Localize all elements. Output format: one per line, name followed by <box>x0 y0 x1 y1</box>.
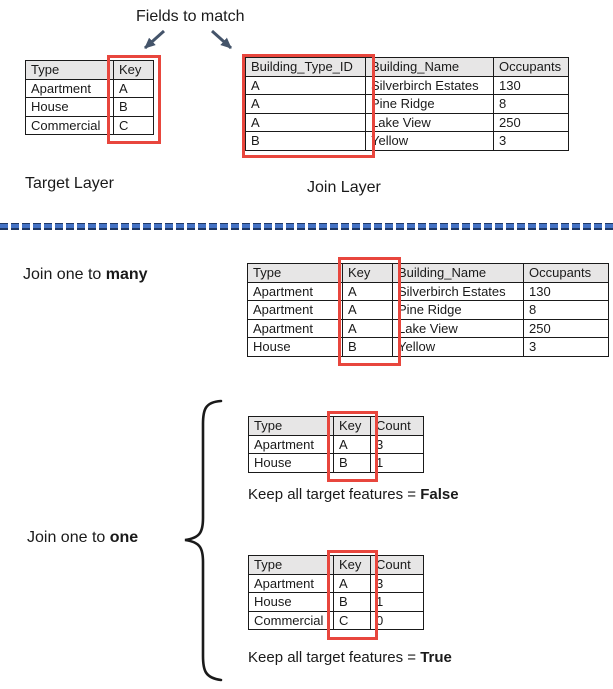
cell: 250 <box>523 318 609 338</box>
join-one-to-one-label: Join one to one <box>27 529 138 547</box>
column-header: Key <box>333 555 371 575</box>
column-header: Type <box>247 263 343 283</box>
column-header: Count <box>370 416 424 436</box>
table-row: Apartment A Pine Ridge 8 <box>247 300 609 320</box>
join-layer-label: Join Layer <box>307 179 381 196</box>
caption-text: Keep all target features = <box>248 486 421 503</box>
column-header: Building_Type_ID <box>245 57 366 77</box>
cell: Silverbirch Estates <box>392 281 524 301</box>
cell: House <box>248 453 334 473</box>
label-text: Join one to <box>23 266 106 283</box>
label-bold: many <box>105 266 148 283</box>
table-row: Apartment A Silverbirch Estates 130 <box>247 281 609 301</box>
column-header: Type <box>25 60 114 80</box>
cell: Yellow <box>392 337 524 357</box>
cell: Yellow <box>365 131 494 151</box>
column-header: Count <box>370 555 424 575</box>
down-right-arrow-icon <box>210 29 233 50</box>
caption-bold: False <box>420 486 459 503</box>
page-title: Fields to match <box>136 8 245 25</box>
cell: Lake View <box>365 112 494 132</box>
table-row: B Yellow 3 <box>245 131 569 151</box>
cell: B <box>113 97 154 117</box>
section-divider <box>0 223 613 230</box>
one-to-one-true-table: Type Key Count Apartment A 3 House B 1 C… <box>248 555 424 630</box>
cell: Commercial <box>25 115 114 135</box>
cell: 1 <box>370 453 424 473</box>
table-row: Apartment A 3 <box>248 434 424 454</box>
cell: 250 <box>493 112 569 132</box>
cell: C <box>113 115 154 135</box>
cell: Commercial <box>248 610 334 630</box>
cell: House <box>247 337 343 357</box>
cell: 3 <box>523 337 609 357</box>
cell: Apartment <box>247 281 343 301</box>
column-header: Occupants <box>523 263 609 283</box>
cell: 0 <box>370 610 424 630</box>
column-header: Type <box>248 555 334 575</box>
cell: House <box>25 97 114 117</box>
label-text: Join one to <box>27 529 110 546</box>
table-row: Commercial C 0 <box>248 610 424 630</box>
target-layer-label: Target Layer <box>25 175 114 192</box>
caption-bold: True <box>420 649 452 666</box>
cell: 3 <box>370 434 424 454</box>
true-caption: Keep all target features = True <box>248 649 452 666</box>
table-row: A Silverbirch Estates 130 <box>245 75 569 95</box>
curly-brace-icon <box>184 399 223 682</box>
key-field-highlight <box>242 54 375 158</box>
one-to-many-result-table: Type Key Building_Name Occupants Apartme… <box>247 263 609 357</box>
cell: 130 <box>493 75 569 95</box>
key-field-highlight <box>327 550 378 640</box>
cell: 3 <box>370 573 424 593</box>
table-row: A Lake View 250 <box>245 112 569 132</box>
cell: House <box>248 592 334 612</box>
table-row: Building_Type_ID Building_Name Occupants <box>245 57 569 77</box>
cell: Lake View <box>392 318 524 338</box>
cell: Pine Ridge <box>392 300 524 320</box>
key-field-highlight <box>107 55 161 144</box>
label-bold: one <box>109 529 139 546</box>
table-row: Type Key Building_Name Occupants <box>247 263 609 283</box>
cell: 1 <box>370 592 424 612</box>
table-row: Commercial C <box>25 115 154 135</box>
one-to-one-false-table: Type Key Count Apartment A 3 House B 1 <box>248 416 424 473</box>
cell: A <box>245 112 366 132</box>
key-field-highlight <box>338 257 401 366</box>
cell: Pine Ridge <box>365 94 494 114</box>
key-field-highlight <box>327 411 378 482</box>
column-header: Key <box>333 416 371 436</box>
column-header: Key <box>342 263 393 283</box>
table-row: Apartment A Lake View 250 <box>247 318 609 338</box>
cell: 3 <box>493 131 569 151</box>
table-row: A Pine Ridge 8 <box>245 94 569 114</box>
cell: Silverbirch Estates <box>365 75 494 95</box>
cell: Apartment <box>25 78 114 98</box>
cell: 8 <box>523 300 609 320</box>
column-header: Building_Name <box>392 263 524 283</box>
target-layer-table: Type Key Apartment A House B Commercial … <box>25 60 154 135</box>
table-row: House B Yellow 3 <box>247 337 609 357</box>
cell: Apartment <box>248 573 334 593</box>
table-row: House B 1 <box>248 453 424 473</box>
cell: 8 <box>493 94 569 114</box>
cell: 130 <box>523 281 609 301</box>
column-header: Key <box>113 60 154 80</box>
table-row: Type Key <box>25 60 154 80</box>
down-left-arrow-icon <box>143 29 166 50</box>
cell: Apartment <box>247 300 343 320</box>
cell: Apartment <box>247 318 343 338</box>
table-row: Type Key Count <box>248 416 424 436</box>
column-header: Occupants <box>493 57 569 77</box>
column-header: Building_Name <box>365 57 494 77</box>
join-one-to-many-label: Join one to many <box>23 266 148 284</box>
column-header: Type <box>248 416 334 436</box>
cell: Apartment <box>248 434 334 454</box>
cell: B <box>333 453 371 473</box>
table-row: House B 1 <box>248 592 424 612</box>
false-caption: Keep all target features = False <box>248 486 459 503</box>
join-layer-table: Building_Type_ID Building_Name Occupants… <box>245 57 569 151</box>
caption-text: Keep all target features = <box>248 649 421 666</box>
table-row: Type Key Count <box>248 555 424 575</box>
